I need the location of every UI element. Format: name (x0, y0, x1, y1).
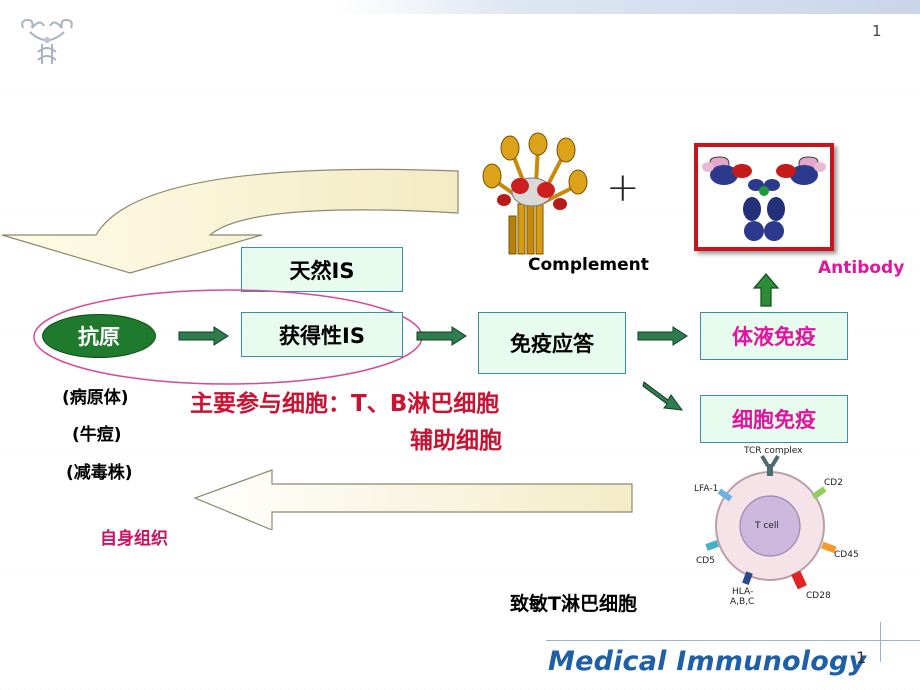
immune-response-box: 免疫应答 (478, 312, 626, 374)
humoral-immunity-label: 体液免疫 (732, 325, 816, 349)
cd28-label: CD28 (806, 591, 831, 601)
arrow-diagonal-icon (642, 381, 684, 411)
innate-is-label: 天然IS (289, 258, 355, 283)
curved-arrow-icon (1, 168, 459, 274)
complement-label: Complement (528, 255, 649, 275)
cellular-immunity-box: 细胞免疫 (700, 395, 848, 443)
main-cells-line2: 辅助细胞 (410, 428, 502, 454)
hla-label-line1: HLA- (732, 587, 754, 597)
antigen-note-attenuated: (减毒株) (66, 463, 133, 483)
arrow-right-icon (637, 326, 688, 346)
antibody-molecule-icon (702, 156, 826, 241)
antigen-oval: 抗原 (42, 314, 156, 358)
cellular-immunity-label: 细胞免疫 (732, 408, 816, 432)
arrow-right-icon (178, 326, 229, 346)
top-gradient-bar (338, 0, 920, 14)
innate-is-box: 天然IS (241, 247, 403, 292)
arrow-left-large-icon (193, 469, 633, 530)
sensitized-t-label: 致敏T淋巴细胞 (510, 593, 637, 615)
acquired-is-box: 获得性IS (241, 312, 403, 357)
t-cell-center-label: T cell (755, 521, 779, 531)
plus-sign: + (606, 165, 640, 211)
antigen-note-pathogen: (病原体) (62, 388, 129, 408)
tcr-complex-label: TCR complex (744, 446, 803, 456)
antigen-note-cowpox: (牛痘) (72, 425, 122, 445)
humoral-immunity-box: 体液免疫 (700, 312, 848, 360)
page-number-bottom: 1 (856, 648, 867, 667)
self-tissue-label: 自身组织 (100, 529, 168, 549)
logo-icon (21, 18, 73, 64)
up-arrow-icon (752, 273, 780, 307)
arrow-right-icon (416, 326, 467, 346)
complement-molecule-icon (482, 132, 588, 255)
lfa1-label: LFA-1 (694, 484, 719, 494)
cd5-label: CD5 (696, 556, 715, 566)
footer-rule-vertical (880, 622, 881, 662)
main-cells-line1: 主要参与细胞：T、B淋巴细胞 (190, 391, 500, 417)
antibody-label: Antibody (818, 258, 905, 278)
cd45-label: CD45 (834, 550, 859, 560)
acquired-is-label: 获得性IS (279, 323, 365, 348)
immune-response-label: 免疫应答 (510, 332, 594, 356)
t-cell-diagram (705, 454, 837, 590)
footer-rule (546, 640, 920, 641)
cd2-label: CD2 (824, 478, 843, 488)
antibody-image (694, 143, 834, 251)
hla-label-line2: A,B,C (730, 597, 755, 607)
page-number-top: 1 (872, 22, 882, 40)
footer-title: Medical Immunology (548, 646, 867, 677)
antigen-label: 抗原 (78, 325, 120, 349)
